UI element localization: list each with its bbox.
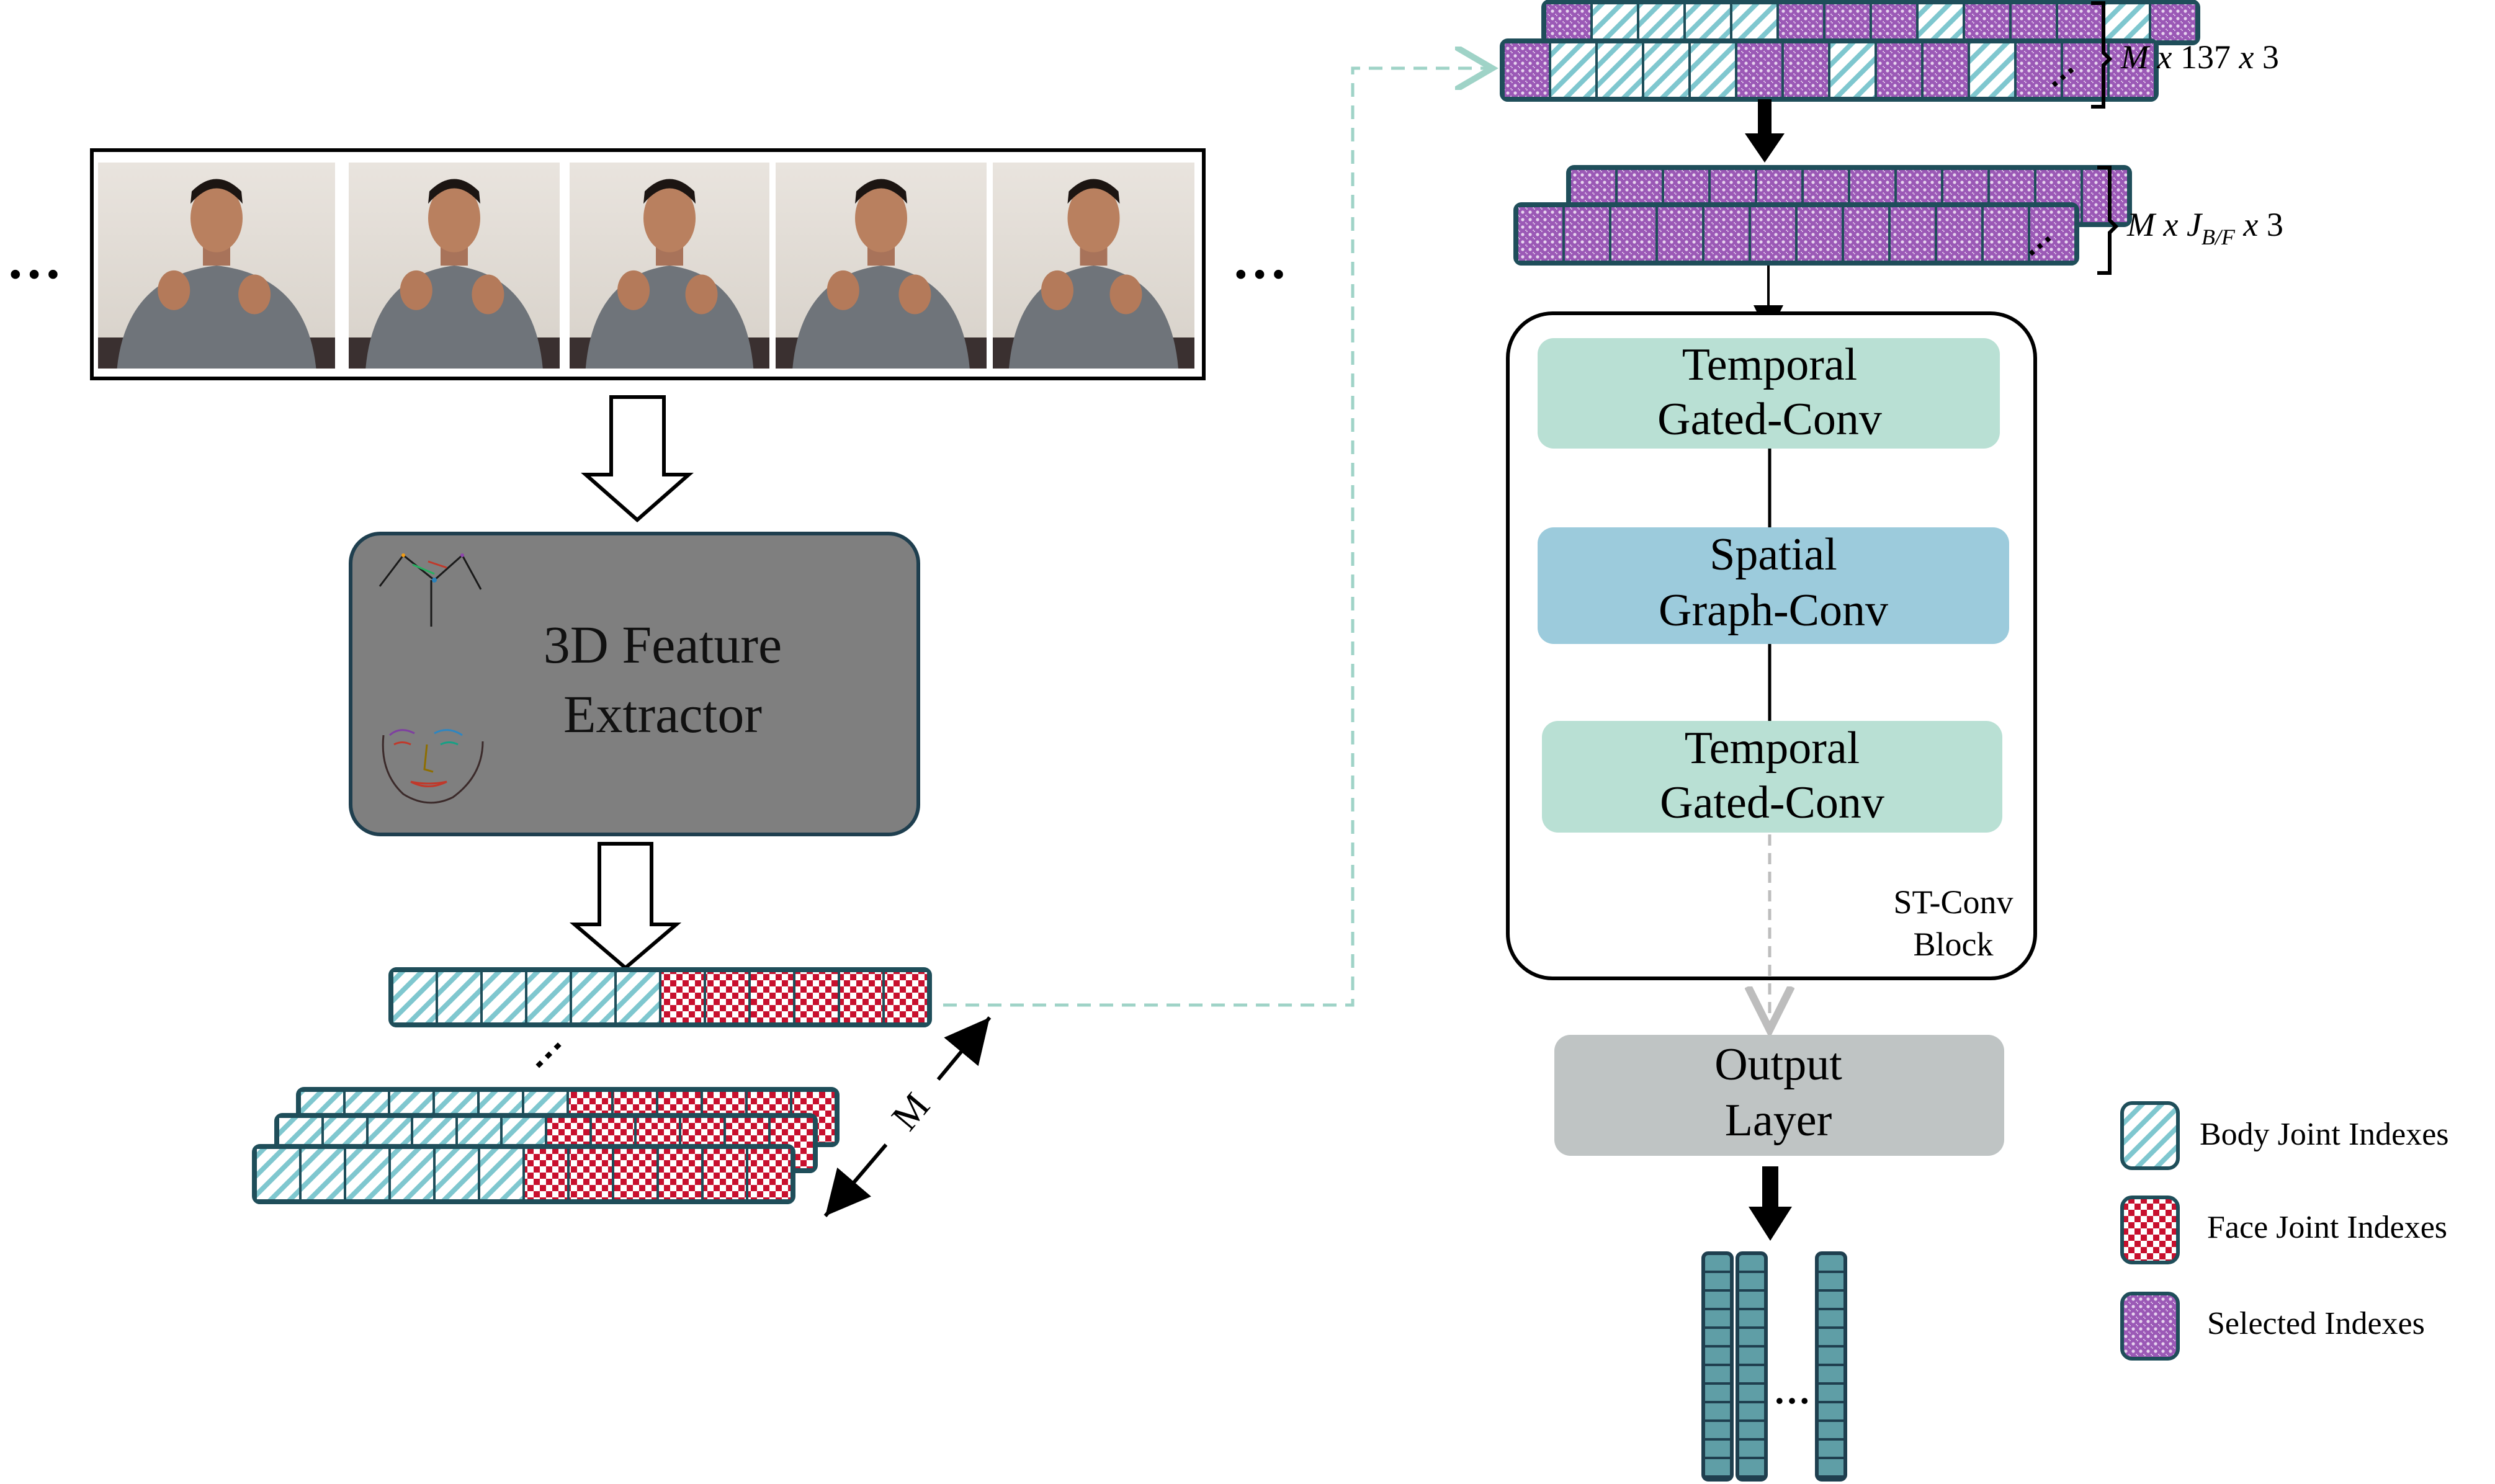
top-tensor-brace	[2091, 1, 2113, 109]
tensor-row-front-top	[388, 967, 932, 1027]
output-line2: Layer	[1725, 1095, 1832, 1146]
video-frames-strip	[90, 148, 1206, 380]
video-frame	[98, 163, 335, 369]
block-label-line2: Block	[1914, 926, 1994, 963]
video-frame	[993, 163, 1194, 369]
temporal1-line1: Temporal	[1682, 339, 1858, 390]
temporal2-line2: Gated-Conv	[1660, 777, 1884, 828]
selected-tensor-shape: M x JB/F x 3	[2126, 206, 2283, 249]
block-label-line1: ST-Conv	[1893, 883, 2013, 921]
face-landmarks-icon	[382, 729, 484, 804]
spatial-line2: Graph-Conv	[1659, 585, 1888, 636]
st-conv-block: Temporal Gated-Conv Spatial Graph-Conv T…	[1506, 311, 2037, 980]
temporal1-line2: Gated-Conv	[1657, 394, 1882, 445]
legend-face: Face Joint Indexes	[2120, 1196, 2447, 1264]
legend: Body Joint Indexes Face Joint Indexes Se…	[2120, 1101, 2449, 1361]
feature-extractor-box: 3D Feature Extractor	[349, 532, 920, 836]
video-frame	[776, 163, 987, 369]
top-tensor-shape: M x 137 x 3	[2120, 38, 2279, 76]
output-column	[1815, 1251, 1847, 1482]
tensor-row-front	[252, 1144, 795, 1204]
legend-face-label: Face Joint Indexes	[2207, 1210, 2447, 1245]
selected-tensor	[1513, 165, 2132, 266]
spatial-line1: Spatial	[1709, 529, 1837, 580]
selected-tensor-row-front	[1513, 202, 2079, 266]
dashed-link	[943, 68, 1492, 1007]
input-tensor	[252, 967, 932, 1204]
legend-body-label: Body Joint Indexes	[2200, 1117, 2449, 1152]
legend-selected-label: Selected Indexes	[2207, 1306, 2425, 1341]
extractor-to-tensor-arrow	[569, 842, 682, 970]
frames-to-extractor-arrow	[581, 395, 694, 522]
frames-ellipsis-right: …	[1232, 229, 1288, 290]
video-frame	[570, 163, 769, 369]
output-column	[1701, 1251, 1734, 1482]
output-to-columns-arrow	[1749, 1166, 1792, 1241]
temporal-gated-conv-2: Temporal Gated-Conv	[1542, 721, 2002, 833]
input-tensor-stack-ellipsis: ⋮	[521, 1027, 576, 1082]
output-layer: Output Layer	[1554, 1035, 2004, 1156]
spatial-graph-conv: Spatial Graph-Conv	[1538, 527, 2009, 644]
temporal2-line1: Temporal	[1685, 723, 1860, 774]
extractor-title-line2: Extractor	[563, 684, 762, 744]
temporal-gated-conv-1: Temporal Gated-Conv	[1538, 338, 2000, 449]
legend-selected: Selected Indexes	[2120, 1292, 2425, 1361]
frames-ellipsis-left: …	[6, 229, 62, 290]
output-columns-ellipsis: …	[1773, 1370, 1811, 1411]
output-column	[1736, 1251, 1768, 1482]
extractor-title-line1: 3D Feature	[544, 615, 782, 674]
pose-skeleton-icon	[379, 553, 482, 627]
output-columns	[1701, 1251, 1847, 1482]
depth-label-M: M	[884, 1085, 938, 1138]
video-frame	[349, 163, 560, 369]
top-tensor	[1500, 0, 2200, 102]
top-tensor-row-back	[1541, 0, 2200, 45]
top-tensor-row-front	[1500, 38, 2159, 102]
output-line1: Output	[1714, 1039, 1842, 1090]
legend-body: Body Joint Indexes	[2120, 1101, 2449, 1170]
selected-tensor-brace	[2097, 166, 2119, 275]
depth-arrows	[823, 1016, 992, 1217]
top-to-selected-arrow	[1745, 99, 1785, 163]
